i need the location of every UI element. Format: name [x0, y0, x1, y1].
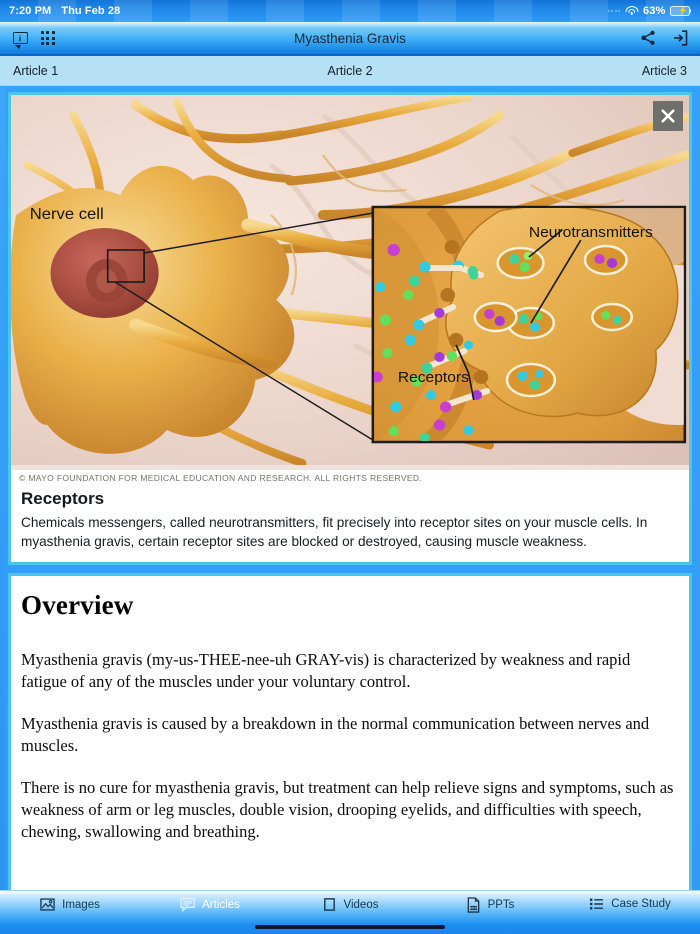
article-tab-2[interactable]: Article 2 — [327, 63, 373, 78]
tab-label-videos: Videos — [343, 898, 379, 911]
tab-case-study[interactable]: Case Study — [560, 897, 700, 911]
status-bar: 7:20 PM Thu Feb 28 63% ⚡ — [0, 0, 700, 22]
status-bar-right: 63% ⚡ — [607, 5, 691, 17]
article-tab-3[interactable]: Article 3 — [641, 63, 687, 78]
overview-card: Overview Myasthenia gravis (my-us-THEE-n… — [8, 572, 692, 890]
tab-images[interactable]: Images — [0, 897, 140, 912]
exit-icon[interactable] — [673, 30, 688, 46]
nav-bar-right — [640, 30, 688, 46]
label-receptors: Receptors — [398, 369, 469, 386]
image-card: Nerve cell — [8, 92, 692, 565]
list-icon — [589, 897, 604, 911]
share-icon[interactable] — [640, 30, 657, 46]
battery-percent: 63% — [643, 5, 666, 17]
bottom-tab-bar: Images Articles Videos — [0, 890, 700, 934]
caption-title: Receptors — [21, 489, 105, 508]
home-indicator[interactable] — [255, 925, 445, 929]
grid-menu-icon[interactable] — [41, 31, 55, 45]
nav-bar-left: i — [12, 31, 55, 49]
video-icon — [322, 897, 337, 912]
left-edge-strip — [0, 86, 5, 890]
tab-label-images: Images — [62, 898, 100, 911]
signal-dots-icon — [607, 10, 621, 12]
info-tooltip-icon[interactable]: i — [12, 31, 28, 49]
tab-label-ppts: PPTs — [487, 899, 515, 911]
figure-container: Nerve cell — [11, 94, 689, 470]
tab-label-case-study: Case Study — [611, 898, 671, 910]
page-title: Myasthenia Gravis — [294, 30, 406, 46]
nerve-cell-illustration: Nerve cell — [11, 94, 689, 467]
nav-bar: i Myasthenia Gravis — [0, 22, 700, 56]
article-tab-bar: Article 1 Article 2 Article 3 — [0, 56, 700, 86]
synapse-inset: Neurotransmitters Receptors — [371, 205, 687, 444]
image-icon — [40, 897, 55, 912]
status-time: 7:20 PM — [9, 5, 52, 17]
svg-text:PPT: PPT — [470, 906, 477, 910]
tab-articles[interactable]: Articles — [140, 897, 280, 912]
articles-icon — [180, 897, 195, 912]
label-nerve-cell: Nerve cell — [30, 205, 104, 223]
wifi-icon — [625, 6, 639, 16]
tab-ppts[interactable]: PPT PPTs — [420, 897, 560, 913]
label-neurotransmitters: Neurotransmitters — [529, 224, 653, 241]
overview-paragraph-2: Myasthenia gravis is caused by a breakdo… — [21, 713, 650, 755]
overview-paragraph-1: Myasthenia gravis (my-us-THEE-nee-uh GRA… — [21, 649, 631, 691]
caption-body: Chemicals messengers, called neurotransm… — [21, 515, 648, 550]
ppt-file-icon: PPT — [466, 897, 481, 913]
overview-heading: Overview — [21, 589, 134, 620]
article-tab-1[interactable]: Article 1 — [13, 63, 59, 78]
tab-videos[interactable]: Videos — [280, 897, 420, 912]
close-icon[interactable] — [653, 101, 683, 131]
overview-paragraph-3: There is no cure for myasthenia gravis, … — [21, 778, 674, 842]
battery-charging-icon: ⚡ — [670, 6, 691, 16]
content-scroll-area[interactable]: Nerve cell — [0, 86, 700, 890]
image-credit: © MAYO FOUNDATION FOR MEDICAL EDUCATION … — [11, 470, 689, 487]
tab-label-articles: Articles — [202, 898, 240, 911]
status-date: Thu Feb 28 — [61, 5, 121, 17]
status-bar-left: 7:20 PM Thu Feb 28 — [9, 5, 120, 17]
